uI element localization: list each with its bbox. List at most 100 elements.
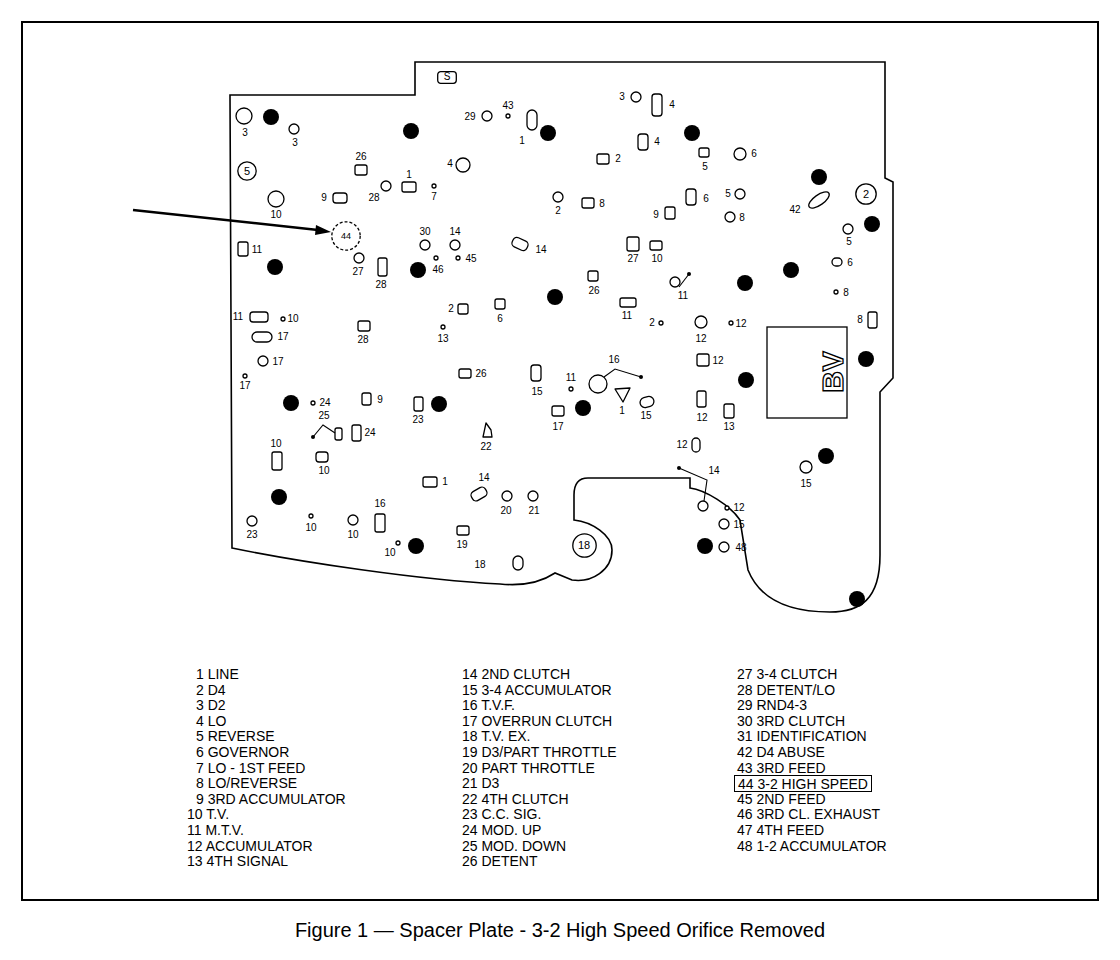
- slot-hole: [531, 365, 541, 381]
- slot-hole: [697, 354, 709, 366]
- slot-hole: [665, 207, 675, 219]
- callout-number: 12: [676, 440, 687, 450]
- callout-number: 20: [500, 506, 511, 516]
- key-entry: 21 D3: [462, 776, 499, 791]
- slot-hole: [495, 299, 505, 309]
- slot-hole: [806, 189, 831, 211]
- plate-marking: BV: [818, 351, 848, 393]
- callout-number: 4: [447, 159, 453, 169]
- key-entry: 8 LO/REVERSE: [196, 776, 297, 791]
- callout-number: 11: [622, 311, 632, 321]
- orifice-hole: [506, 114, 510, 118]
- bolt-hole: [697, 538, 713, 554]
- callout-number: 43: [502, 101, 513, 111]
- callout-number: 8: [857, 315, 863, 325]
- callout-number: 8: [843, 288, 849, 298]
- key-entry: 25 MOD. DOWN: [462, 839, 566, 854]
- slot-hole: [238, 242, 248, 256]
- key-entry: 13 4TH SIGNAL: [187, 854, 288, 869]
- slot-hole: [511, 236, 530, 252]
- callout-number: 2: [615, 154, 621, 164]
- orifice-hole: [258, 356, 268, 366]
- marker-number: S: [444, 72, 451, 82]
- key-entry: 2 D4: [196, 683, 226, 698]
- orifice-hole: [450, 240, 460, 250]
- key-entry: 17 OVERRUN CLUTCH: [462, 714, 612, 729]
- bolt-hole: [864, 216, 880, 232]
- callout-number: 9: [321, 193, 327, 203]
- callout-number: 10: [305, 523, 316, 533]
- marker-outline-shape: [856, 184, 876, 204]
- callout-number: 9: [653, 210, 659, 220]
- bolt-hole: [575, 400, 591, 416]
- key-entry: 16 T.V.F.: [462, 698, 515, 713]
- key-entry: 5 REVERSE: [196, 729, 275, 744]
- callout-number: 18: [474, 560, 485, 570]
- callout-number: 17: [552, 422, 563, 432]
- callout-number: 5: [702, 162, 708, 172]
- orifice-hole: [434, 256, 438, 260]
- orifice-hole: [441, 325, 445, 329]
- callout-number: 17: [239, 381, 250, 391]
- marker-number: 5: [244, 166, 250, 177]
- marker-number: 18: [578, 540, 590, 551]
- orifice-hole: [569, 387, 573, 391]
- orifice-hole: [528, 491, 538, 501]
- orifice-hole: [695, 316, 707, 328]
- callout-number: 4: [669, 100, 675, 110]
- callout-number: 12: [695, 334, 706, 344]
- callout-number: 6: [703, 194, 709, 204]
- slot-hole: [423, 477, 437, 487]
- slot-hole: [627, 237, 639, 251]
- key-entry: 3 D2: [196, 698, 226, 713]
- callout-number: 15: [531, 387, 542, 397]
- hole-marker: 44: [331, 221, 361, 251]
- orifice-hole: [734, 148, 746, 160]
- slot-hole: [316, 452, 328, 462]
- callout-number: 27: [352, 267, 363, 277]
- orifice-hole: [589, 375, 607, 393]
- slot-hole: [868, 312, 877, 328]
- callout-number: 28: [368, 193, 379, 203]
- figure-caption: Figure 1 — Spacer Plate - 3-2 High Speed…: [295, 918, 825, 942]
- callout-number: 6: [497, 314, 503, 324]
- callout-number: 15: [733, 520, 744, 530]
- callout-number: 8: [599, 199, 605, 209]
- orifice-hole: [396, 541, 400, 545]
- bolt-hole: [267, 259, 283, 275]
- callout-number: 12: [733, 503, 744, 513]
- slot-hole: [335, 428, 342, 440]
- callout-number: 45: [465, 254, 476, 264]
- bolt-hole: [540, 125, 556, 141]
- orifice-hole: [348, 515, 358, 525]
- slot-hole: [699, 148, 709, 157]
- bolt-hole: [818, 448, 834, 464]
- callout-number: 15: [640, 411, 651, 421]
- callout-number: 17: [277, 332, 288, 342]
- slot-hole: [552, 406, 564, 416]
- slot-hole: [250, 312, 268, 322]
- bolt-hole: [410, 262, 426, 278]
- leader-line: [679, 274, 689, 287]
- marker-number: 44: [341, 232, 351, 241]
- slot-hole: [378, 258, 387, 276]
- slot-hole: [588, 271, 598, 281]
- bolt-hole: [783, 262, 799, 278]
- slot-hole: [333, 193, 347, 203]
- orifice-hole: [309, 514, 313, 518]
- slot-hole: [652, 94, 662, 116]
- key-entry: 22 4TH CLUTCH: [462, 792, 569, 807]
- slot-hole: [638, 134, 648, 150]
- key-entry: 26 DETENT: [462, 854, 537, 869]
- slot-hole: [615, 388, 630, 402]
- callout-number: 5: [725, 189, 731, 199]
- orifice-hole: [456, 158, 470, 172]
- callout-number: 8: [739, 213, 745, 223]
- callout-number: 22: [480, 442, 491, 452]
- orifice-hole: [482, 111, 492, 121]
- slot-hole: [686, 189, 696, 205]
- bolt-hole: [283, 395, 299, 411]
- slot-hole: [832, 258, 842, 266]
- orifice-hole: [834, 290, 838, 294]
